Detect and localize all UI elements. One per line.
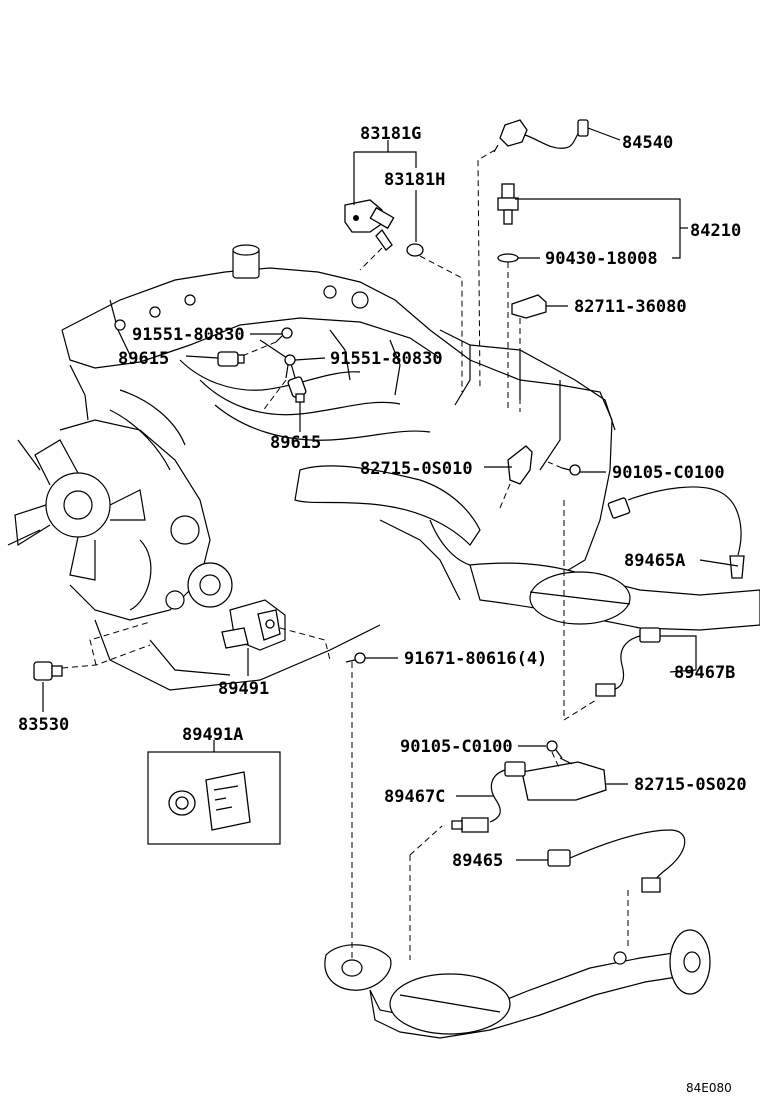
part-89491A-kit xyxy=(147,751,281,845)
label-89467C: 89467C xyxy=(384,787,445,807)
label-89615-b: 89615 xyxy=(270,433,321,453)
label-82715-0S020: 82715-0S020 xyxy=(634,775,747,795)
part-89467C-oxygen-sensor xyxy=(451,761,526,833)
leader-lines xyxy=(42,127,739,861)
label-90430-18008: 90430-18008 xyxy=(545,249,658,269)
figure-code: 84E080 xyxy=(686,1081,732,1095)
label-90105-C0100-a: 90105-C0100 xyxy=(612,463,725,483)
part-82715-0S020-bracket xyxy=(521,761,607,801)
label-89491A: 89491A xyxy=(182,725,243,745)
engine-illustration xyxy=(7,244,760,691)
part-84210-sender xyxy=(497,183,519,225)
label-83530: 83530 xyxy=(18,715,69,735)
part-89615-sensor-b xyxy=(287,376,307,403)
part-90105-bolt-a xyxy=(561,464,581,476)
part-83181H-gasket xyxy=(406,243,424,257)
part-83181G-switch xyxy=(344,199,395,251)
label-89615-a: 89615 xyxy=(118,349,169,369)
label-89491: 89491 xyxy=(218,679,269,699)
label-84540: 84540 xyxy=(622,133,673,153)
part-83530-switch xyxy=(33,661,63,681)
part-91671-bolt xyxy=(345,652,366,664)
part-82711-bracket xyxy=(511,294,547,319)
part-90430-washer xyxy=(497,253,519,263)
part-labels: 83181G 83181H 84540 84210 90430-18008 82… xyxy=(18,124,747,1095)
part-90105-bolt-b xyxy=(546,740,563,759)
label-89465A: 89465A xyxy=(624,551,685,571)
part-91551-bolt-a xyxy=(275,327,293,343)
label-91551-80830-a: 91551-80830 xyxy=(132,325,245,345)
label-82715-0S010: 82715-0S010 xyxy=(360,459,473,479)
cooling-fan xyxy=(7,439,146,581)
part-82715-0S010-bracket xyxy=(507,445,533,485)
label-84210: 84210 xyxy=(690,221,741,241)
part-89465-oxygen-sensor xyxy=(547,829,686,893)
part-84540-sensor xyxy=(493,119,589,153)
label-82711-36080: 82711-36080 xyxy=(574,297,687,317)
label-83181G: 83181G xyxy=(360,124,421,144)
part-89491-sensor xyxy=(221,609,281,649)
part-91551-bolt-b xyxy=(284,354,296,379)
label-83181H: 83181H xyxy=(384,170,445,190)
label-89465: 89465 xyxy=(452,851,503,871)
part-89615-sensor-a xyxy=(217,351,245,367)
label-91551-80830-b: 91551-80830 xyxy=(330,349,443,369)
assembly-dashed-lines xyxy=(61,149,629,960)
label-89467B: 89467B xyxy=(674,663,735,683)
label-91671-80616: 91671-80616(4) xyxy=(404,649,547,669)
part-89465A-oxygen-sensor xyxy=(607,486,745,579)
label-90105-C0100-b: 90105-C0100 xyxy=(400,737,513,757)
lower-exhaust-pipe xyxy=(324,929,711,1039)
part-89467B-oxygen-sensor xyxy=(595,627,661,697)
